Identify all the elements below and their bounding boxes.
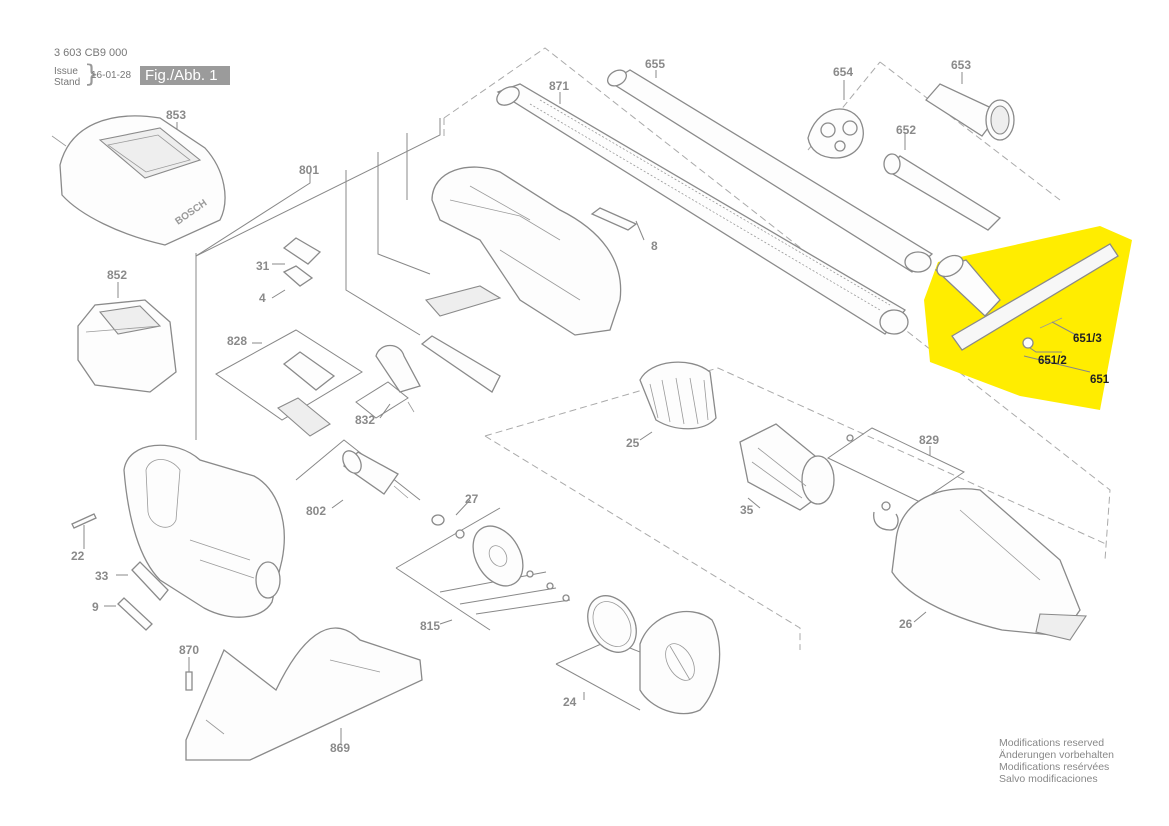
part-654-clip: [807, 108, 864, 159]
modifications-fr: Modifications resérvées: [999, 761, 1110, 773]
callout-27: 27: [465, 492, 479, 506]
modifications-notice: Modifications reserved Änderungen vorbeh…: [999, 737, 1114, 785]
part-9-label: [117, 597, 153, 631]
part-33-label: [131, 561, 169, 601]
callout-869: 869: [330, 741, 350, 755]
part-871-hose: [496, 83, 909, 335]
modifications-de: Änderungen vorbehalten: [999, 749, 1115, 761]
part-24-seal: [587, 595, 637, 653]
brace-glyph: }: [84, 60, 100, 88]
part-8-strip: [590, 207, 638, 231]
issue-label-en: Issue: [54, 66, 78, 77]
issue-label-de: Stand: [54, 77, 81, 88]
part-27-washer: [431, 514, 465, 539]
part-code: 3 603 CB9 000: [54, 47, 128, 59]
callout-4: 4: [259, 291, 266, 305]
part-31-switch-cap: [282, 237, 322, 265]
issue-label: Issue Stand: [54, 66, 80, 88]
callout-22: 22: [71, 549, 85, 563]
figure-tag: Fig./Abb. 1: [140, 66, 230, 85]
callout-651-2: 651/2: [1038, 355, 1067, 367]
part-852-battery: [77, 299, 177, 393]
callout-25: 25: [626, 436, 640, 450]
callout-828: 828: [227, 334, 247, 348]
callout-654: 654: [833, 65, 853, 79]
callout-870: 870: [179, 643, 199, 657]
part-870-screw: [185, 671, 193, 691]
callout-26: 26: [899, 617, 913, 631]
part-829-pins: [846, 434, 899, 531]
part-22-screw: [71, 513, 97, 529]
callout-832: 832: [355, 413, 375, 427]
part-828-pcb: [277, 351, 336, 437]
part-815-fan: [472, 525, 570, 602]
part-853-charger: BOSCH: [51, 115, 226, 246]
callout-24: 24: [563, 695, 577, 709]
callout-801: 801: [299, 163, 319, 177]
callout-8: 8: [651, 239, 658, 253]
callout-829: 829: [919, 433, 939, 447]
callout-655: 655: [645, 57, 665, 71]
part-653-brush: [925, 83, 1015, 141]
part-35-cage: [739, 423, 835, 511]
callout-35: 35: [740, 503, 754, 517]
handheld-unit: [123, 444, 285, 618]
modifications-es: Salvo modificaciones: [999, 773, 1098, 785]
part-26-container: [891, 488, 1087, 641]
callout-33: 33: [95, 569, 109, 583]
part-4-switch: [282, 265, 314, 287]
callout-871: 871: [549, 79, 569, 93]
part-652-crevice: [883, 153, 1002, 231]
modifications-en: Modifications reserved: [999, 737, 1105, 749]
callout-653: 653: [951, 58, 971, 72]
assembly-boundaries: [443, 47, 1111, 650]
callout-31: 31: [256, 259, 270, 273]
callout-853: 853: [166, 108, 186, 122]
leader-lines: [83, 70, 965, 744]
motor-cover: [639, 611, 721, 715]
callout-labels: 853 852 801 871 655 654 653 652 8 31 4 8…: [71, 57, 1110, 755]
part-25-filter: [639, 361, 717, 430]
callout-9: 9: [92, 600, 99, 614]
part-651-highlight: [924, 226, 1132, 410]
callout-802: 802: [306, 504, 326, 518]
callout-651-3: 651/3: [1073, 333, 1102, 345]
callout-651: 651: [1090, 374, 1110, 386]
housing-half: [420, 166, 622, 393]
callout-652: 652: [896, 123, 916, 137]
part-869-stand: [185, 627, 423, 761]
callout-815: 815: [420, 619, 440, 633]
part-802-motor: [342, 450, 409, 499]
callout-852: 852: [107, 268, 127, 282]
issue-date: 16-01-28: [91, 70, 132, 81]
part-832-lever: [375, 344, 421, 413]
part-655-tube: [607, 69, 934, 273]
